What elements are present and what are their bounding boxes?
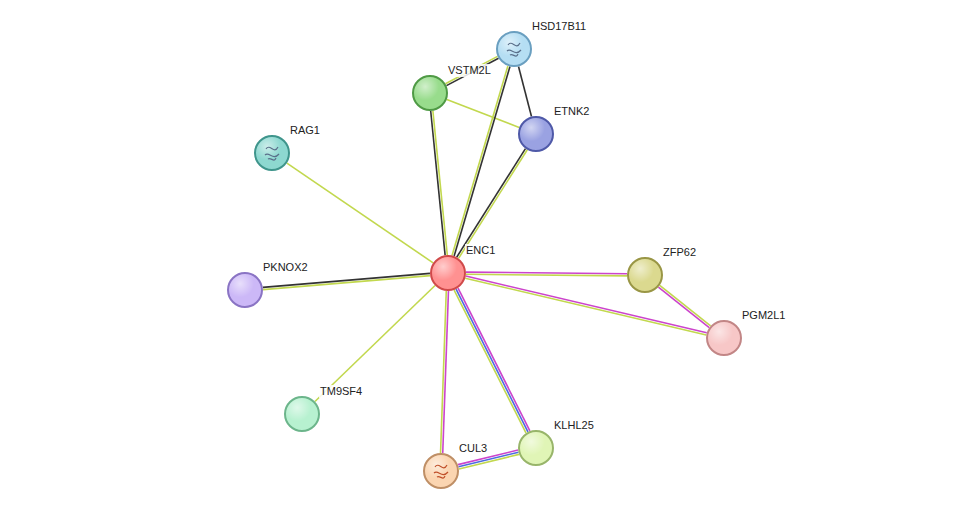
node-label: CUL3 [458,442,488,455]
evidence-line [454,67,510,256]
evidence-line [445,56,497,83]
node-label: PGM2L1 [741,309,786,322]
evidence-line [263,273,430,287]
evidence-line [519,66,532,116]
evidence-line [263,276,430,290]
evidence-line [660,285,711,326]
interaction-edge [465,276,706,335]
node-label: ENC1 [465,244,496,257]
node-label: RAG1 [289,124,321,137]
protein-node: ETNK2 [518,116,554,152]
evidence-line [447,99,519,127]
node-label: VSTM2L [447,64,492,77]
evidence-line [452,66,508,255]
interaction-edge [457,149,528,259]
structure-icon [498,33,530,65]
evidence-line [457,149,526,258]
protein-node: PGM2L1 [706,320,742,356]
interaction-edge [431,111,448,255]
evidence-line [459,150,528,259]
protein-node: VSTM2L [412,75,448,111]
interaction-edge [441,291,449,453]
evidence-line [446,58,498,85]
evidence-line [466,276,707,333]
interaction-edge [658,285,710,327]
evidence-line [466,274,627,276]
protein-node: PKNOX2 [227,272,263,308]
protein-node: CUL3 [423,453,459,489]
evidence-line [441,291,447,453]
node-label: HSD17B11 [531,20,587,33]
evidence-line [456,289,528,432]
evidence-line [658,287,709,328]
interaction-edge [466,272,627,276]
evidence-line [315,286,435,402]
protein-node: RAG1 [254,135,290,171]
interaction-edge [287,163,433,263]
evidence-line [433,111,447,255]
protein-node: TM9SF4 [284,396,320,432]
interaction-edge [447,99,519,127]
protein-node: KLHL25 [518,430,554,466]
node-label: KLHL25 [553,419,595,432]
protein-node: ENC1 [430,255,466,291]
evidence-line [459,454,519,469]
protein-node: HSD17B11 [496,31,532,67]
evidence-line [454,290,526,433]
evidence-line [465,278,706,335]
node-label: ZFP62 [662,246,697,259]
node-label: PKNOX2 [262,261,309,274]
interaction-edge [452,66,510,256]
evidence-line [466,272,627,274]
interaction-edge [454,288,530,433]
interaction-edge [445,56,498,85]
protein-node: ZFP62 [627,257,663,293]
structure-icon [425,455,457,487]
evidence-line [458,288,530,431]
structure-icon [256,137,288,169]
interaction-edge [519,66,532,116]
node-label: ETNK2 [553,105,590,118]
evidence-line [287,163,433,263]
interaction-edge [315,286,435,402]
interaction-edge [263,273,430,289]
evidence-line [431,111,445,255]
node-label: TM9SF4 [319,385,363,398]
